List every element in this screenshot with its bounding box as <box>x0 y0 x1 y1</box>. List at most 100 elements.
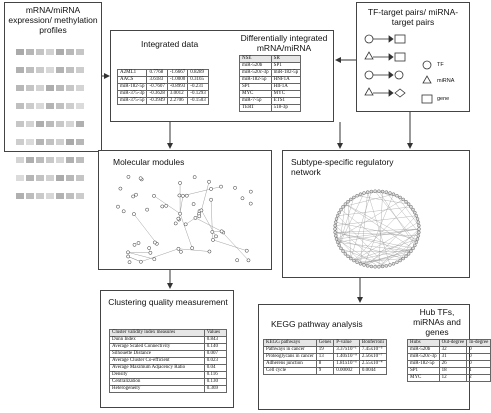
module-node <box>176 216 181 221</box>
network-node <box>404 199 408 204</box>
clustering-box: Clustering quality measurement Cluster v… <box>100 290 234 408</box>
profile-cell <box>46 193 54 199</box>
profile-cell <box>36 157 44 163</box>
module-edge <box>178 195 184 220</box>
module-edge <box>195 217 222 232</box>
network-node <box>334 237 339 241</box>
network-edge <box>335 232 412 252</box>
network-node <box>373 265 377 269</box>
network-node <box>337 210 341 215</box>
network-node <box>343 202 348 206</box>
network-node <box>369 189 374 194</box>
network-edge <box>340 248 387 267</box>
module-edge <box>201 181 210 211</box>
profile-cell <box>76 157 84 163</box>
network-edge <box>345 203 414 249</box>
mirna-node-icon <box>364 51 374 60</box>
profile-row <box>15 169 93 187</box>
module-node <box>214 234 218 239</box>
network-edge <box>357 195 409 205</box>
module-node <box>183 222 188 227</box>
network-node <box>417 223 421 228</box>
network-node <box>339 246 343 251</box>
network-edge <box>335 232 419 236</box>
profile-row <box>15 43 93 61</box>
diff-cell: 518-3p <box>270 104 302 112</box>
network-edge <box>347 201 351 259</box>
profile-cell <box>66 193 74 199</box>
network-node <box>411 246 415 251</box>
profile-cell <box>36 67 44 73</box>
network-node <box>406 202 411 206</box>
network-node <box>409 249 413 253</box>
profile-cell <box>46 175 54 181</box>
network-node <box>411 207 415 212</box>
module-node <box>127 260 132 265</box>
network-node <box>352 258 356 263</box>
module-node <box>116 204 120 209</box>
network-node <box>335 214 340 218</box>
profile-cell <box>76 103 84 109</box>
network-node <box>409 205 413 209</box>
network-node <box>333 220 338 224</box>
profile-cell <box>16 157 24 163</box>
network-node <box>337 243 341 248</box>
network-edge <box>357 258 404 263</box>
network-node <box>362 263 366 267</box>
network-node <box>377 265 381 269</box>
profile-row <box>15 115 93 133</box>
profile-cell <box>56 139 64 145</box>
network-node <box>414 240 419 244</box>
network-node <box>335 240 340 244</box>
module-node <box>184 193 189 198</box>
network-node <box>349 256 353 261</box>
module-node <box>126 250 130 255</box>
module-node <box>207 179 211 184</box>
module-node <box>179 249 183 254</box>
profile-cell <box>76 85 84 91</box>
hub-cell: MYC <box>407 374 440 382</box>
module-node <box>126 254 130 259</box>
profile-cell <box>66 121 74 127</box>
module-node <box>207 249 212 254</box>
legend-mirna-label: miRNA <box>437 78 455 84</box>
module-node <box>197 214 202 219</box>
network-node <box>358 262 363 266</box>
module-edge <box>140 248 179 262</box>
network-edge <box>339 192 365 246</box>
integrated-data-title: Integrated data <box>141 39 199 49</box>
profile-cell <box>26 67 34 73</box>
network-node <box>365 190 370 194</box>
network-node <box>343 252 348 256</box>
module-node <box>176 246 181 251</box>
network-node <box>401 197 405 202</box>
profile-cell <box>36 175 44 181</box>
network-node <box>355 194 359 198</box>
module-node <box>138 176 143 181</box>
network-node <box>341 205 345 209</box>
network-node <box>388 263 392 267</box>
network-node <box>384 264 389 268</box>
profile-cell <box>56 85 64 91</box>
module-node <box>178 181 182 185</box>
network-node <box>377 189 381 193</box>
module-node <box>147 246 152 250</box>
module-node <box>177 193 182 198</box>
profile-cell <box>26 157 34 163</box>
pairs-glyphs <box>364 34 433 104</box>
module-edge <box>185 217 196 225</box>
profile-cell <box>56 121 64 127</box>
profile-cell <box>46 67 54 73</box>
molecular-modules-box: Molecular modules <box>98 150 272 270</box>
kegg-title: KEGG pathway analysis <box>271 319 363 329</box>
profile-row <box>15 97 93 115</box>
module-node <box>145 207 149 212</box>
